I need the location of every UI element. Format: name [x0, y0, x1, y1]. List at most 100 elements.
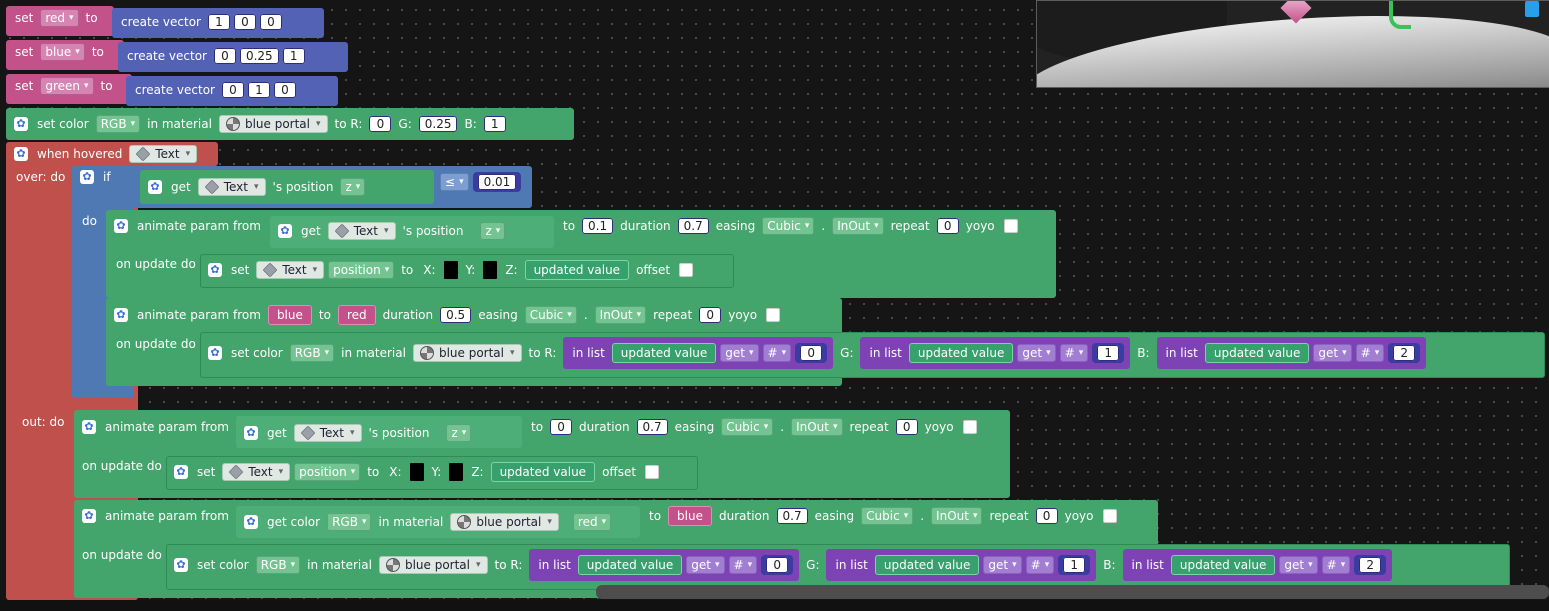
- index-mode-dropdown[interactable]: #: [1025, 556, 1055, 574]
- vector-y-input[interactable]: 0.25: [239, 48, 279, 64]
- in-list-block-r[interactable]: in list updated value get # 0: [563, 337, 834, 369]
- yoyo-checkbox[interactable]: [1003, 219, 1018, 233]
- gear-icon[interactable]: ✿: [82, 420, 96, 434]
- index-mode-dropdown[interactable]: #: [1355, 344, 1385, 362]
- blue-var[interactable]: blue: [668, 506, 712, 526]
- vector-x-input[interactable]: 0: [221, 82, 244, 98]
- object-picker-text[interactable]: Text: [293, 424, 362, 442]
- gear-icon[interactable]: ✿: [278, 224, 292, 238]
- vector-z-input[interactable]: 0: [273, 82, 296, 98]
- object-picker-text[interactable]: Text: [197, 178, 266, 196]
- empty-x-socket[interactable]: [409, 463, 424, 481]
- list-op-dropdown[interactable]: get: [1279, 556, 1318, 574]
- var-blue-dropdown[interactable]: blue: [40, 43, 85, 61]
- anim-to-input[interactable]: 0: [550, 419, 573, 435]
- gear-icon[interactable]: ✿: [244, 426, 258, 440]
- g-input[interactable]: 0.25: [418, 116, 458, 132]
- material-picker[interactable]: blue portal: [412, 344, 522, 362]
- offset-checkbox[interactable]: [645, 465, 660, 479]
- vector-x-input[interactable]: 0: [213, 48, 236, 64]
- color-mode-dropdown[interactable]: RGB: [255, 556, 301, 574]
- updated-value-var[interactable]: updated value: [611, 343, 717, 363]
- gear-icon[interactable]: ✿: [244, 515, 258, 529]
- duration-input[interactable]: 0.7: [677, 218, 709, 234]
- index-input[interactable]: 2: [1359, 557, 1382, 573]
- duration-input[interactable]: 0.7: [636, 419, 668, 435]
- updated-value-var[interactable]: updated value: [1170, 555, 1276, 575]
- axis-dropdown[interactable]: z: [446, 424, 472, 442]
- var-red-dropdown[interactable]: red: [40, 9, 79, 27]
- gear-icon[interactable]: ✿: [14, 147, 28, 161]
- index-mode-dropdown[interactable]: #: [1321, 556, 1351, 574]
- in-list-block-g[interactable]: in list updated value get # 1: [860, 337, 1131, 369]
- object-picker-text[interactable]: Text: [129, 145, 198, 163]
- gear-icon[interactable]: ✿: [82, 509, 96, 523]
- gear-icon[interactable]: ✿: [174, 558, 188, 572]
- material-picker[interactable]: blue portal: [218, 115, 328, 133]
- list-op-dropdown[interactable]: get: [1017, 344, 1056, 362]
- material-picker[interactable]: blue portal: [378, 556, 488, 574]
- gear-icon[interactable]: ✿: [14, 117, 28, 131]
- object-picker-text[interactable]: Text: [222, 463, 291, 481]
- updated-value-var[interactable]: updated value: [577, 555, 683, 575]
- updated-value-var[interactable]: updated value: [524, 260, 630, 280]
- gear-icon[interactable]: ✿: [80, 170, 94, 184]
- updated-value-var[interactable]: updated value: [1204, 343, 1310, 363]
- list-op-dropdown[interactable]: get: [983, 556, 1022, 574]
- repeat-input[interactable]: 0: [936, 218, 959, 234]
- updated-value-var[interactable]: updated value: [874, 555, 980, 575]
- b-input[interactable]: 1: [483, 116, 506, 132]
- easing-mode-dropdown[interactable]: InOut: [791, 418, 843, 436]
- object-picker-text[interactable]: Text: [256, 261, 325, 279]
- easing-type-dropdown[interactable]: Cubic: [762, 217, 815, 235]
- compare-operator-dropdown[interactable]: ≤: [440, 173, 469, 191]
- repeat-input[interactable]: 0: [1035, 508, 1058, 524]
- index-mode-dropdown[interactable]: #: [1059, 344, 1089, 362]
- empty-y-socket[interactable]: [483, 261, 498, 279]
- empty-x-socket[interactable]: [443, 261, 458, 279]
- duration-input[interactable]: 0.7: [776, 508, 808, 524]
- easing-mode-dropdown[interactable]: InOut: [594, 306, 647, 324]
- anim-to-input[interactable]: 0.1: [582, 218, 614, 234]
- in-list-block-b[interactable]: in list updated value get # 2: [1156, 337, 1427, 369]
- repeat-input[interactable]: 0: [895, 419, 918, 435]
- gear-icon[interactable]: ✿: [208, 263, 222, 277]
- in-list-block-g[interactable]: in list updated value get # 1: [826, 549, 1097, 581]
- scene-viewport[interactable]: [1036, 0, 1549, 88]
- axis-dropdown[interactable]: z: [340, 178, 366, 196]
- updated-value-var[interactable]: updated value: [908, 343, 1014, 363]
- threshold-input[interactable]: 0.01: [477, 174, 517, 190]
- gear-icon[interactable]: ✿: [208, 346, 222, 360]
- index-input[interactable]: 0: [800, 345, 823, 361]
- index-mode-dropdown[interactable]: #: [762, 344, 792, 362]
- yoyo-checkbox[interactable]: [766, 308, 781, 322]
- index-input[interactable]: 0: [766, 557, 789, 573]
- gear-icon[interactable]: ✿: [148, 180, 162, 194]
- duration-input[interactable]: 0.5: [440, 307, 472, 323]
- color-mode-dropdown[interactable]: RGB: [289, 344, 335, 362]
- blue-var[interactable]: blue: [267, 305, 312, 325]
- gear-icon[interactable]: ✿: [174, 465, 188, 479]
- yoyo-checkbox[interactable]: [1102, 509, 1117, 523]
- vector-z-input[interactable]: 1: [282, 48, 305, 64]
- gear-icon[interactable]: ✿: [114, 308, 128, 322]
- vector-y-input[interactable]: 0: [233, 14, 256, 30]
- list-op-dropdown[interactable]: get: [720, 344, 759, 362]
- vector-x-input[interactable]: 1: [207, 14, 230, 30]
- get-position-block-anim1[interactable]: [270, 216, 554, 248]
- var-green-dropdown[interactable]: green: [40, 77, 94, 95]
- list-op-dropdown[interactable]: get: [686, 556, 725, 574]
- axis-dropdown[interactable]: z: [480, 222, 506, 240]
- easing-type-dropdown[interactable]: Cubic: [861, 507, 914, 525]
- gear-icon[interactable]: ✿: [114, 219, 128, 233]
- material-picker[interactable]: blue portal: [450, 513, 559, 531]
- index-input[interactable]: 2: [1393, 345, 1416, 361]
- color-mode-dropdown[interactable]: RGB: [95, 115, 141, 133]
- index-input[interactable]: 1: [1063, 557, 1086, 573]
- easing-mode-dropdown[interactable]: InOut: [931, 507, 983, 525]
- color-mode-dropdown[interactable]: RGB: [327, 513, 372, 531]
- in-list-block-r[interactable]: in list updated value get # 0: [529, 549, 800, 581]
- easing-mode-dropdown[interactable]: InOut: [832, 217, 884, 235]
- easing-type-dropdown[interactable]: Cubic: [524, 306, 577, 324]
